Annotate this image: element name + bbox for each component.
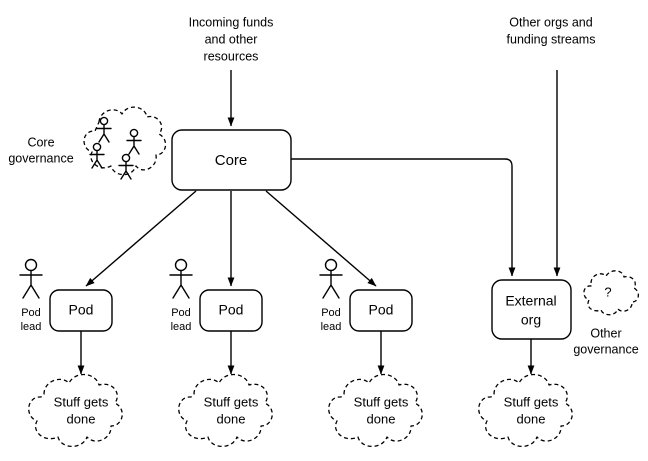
pod-1-label: Pod xyxy=(69,302,94,318)
external-org-line-2: org xyxy=(521,312,541,328)
other-governance-label-line-1: Other xyxy=(590,326,621,340)
other-orgs-label: Other orgs and funding streams xyxy=(507,15,596,46)
edge-core-to-pod-1 xyxy=(85,190,197,287)
core-governance-cloud xyxy=(83,106,167,176)
other-governance-label-line-2: governance xyxy=(573,342,638,356)
pod-2-lead-line-1: Pod xyxy=(171,307,191,319)
pod-2-box[interactable] xyxy=(199,289,263,332)
pod-3-group: Pod lead Pod Stuff gets done xyxy=(319,258,423,448)
pod-3-lead-icon: Pod lead xyxy=(319,258,343,333)
core-governance-label-line-2: governance xyxy=(8,151,73,165)
incoming-funds-line-3: resources xyxy=(204,49,259,63)
other-governance-group: ? Other governance xyxy=(573,270,639,356)
core-box[interactable] xyxy=(171,129,292,191)
pod-1-lead-line-1: Pod xyxy=(21,307,41,319)
pod-2-node[interactable]: Pod xyxy=(199,289,263,332)
pod-3-lead-line-2: lead xyxy=(321,321,342,333)
pod-2-output-line-1: Stuff gets xyxy=(204,394,259,409)
governance-person-3-icon xyxy=(89,142,105,169)
pod-1-output-line-2: done xyxy=(67,411,96,426)
other-governance-marker: ? xyxy=(604,284,611,299)
external-org-node[interactable]: External org xyxy=(491,279,572,340)
core-node[interactable]: Core xyxy=(171,129,292,191)
pod-3-output-line-1: Stuff gets xyxy=(354,394,409,409)
core-governance-group: Core governance xyxy=(8,106,167,180)
pod-2-label: Pod xyxy=(219,302,244,318)
pod-3-label: Pod xyxy=(369,302,394,318)
pod-2-output-cloud xyxy=(178,373,273,448)
governance-person-4-icon xyxy=(118,153,134,180)
pod-3-lead-line-1: Pod xyxy=(321,307,341,319)
incoming-funds-label: Incoming funds and other resources xyxy=(189,15,274,63)
pod-3-box[interactable] xyxy=(349,289,413,332)
pod-1-output-cloud xyxy=(28,373,123,448)
pod-1-lead-icon: Pod lead xyxy=(19,258,43,333)
incoming-funds-line-2: and other xyxy=(205,32,258,46)
pod-1-group: Pod lead Pod Stuff gets done xyxy=(19,258,123,448)
pod-2-lead-line-2: lead xyxy=(171,321,192,333)
governance-person-1-icon xyxy=(96,116,112,143)
pod-1-output-group: Stuff gets done xyxy=(28,373,123,448)
pod-2-output-group: Stuff gets done xyxy=(178,373,273,448)
edge-core-to-external xyxy=(291,158,516,277)
pod-1-lead-line-2: lead xyxy=(21,321,42,333)
pod-3-node[interactable]: Pod xyxy=(349,289,413,332)
external-output-group: Stuff gets done xyxy=(478,373,573,448)
other-governance-cloud xyxy=(583,270,639,316)
core-label: Core xyxy=(215,152,248,169)
pod-3-output-group: Stuff gets done xyxy=(328,373,423,448)
external-org-box[interactable] xyxy=(491,279,572,340)
external-output-line-2: done xyxy=(517,411,546,426)
external-org-line-1: External xyxy=(505,293,556,309)
pod-1-node[interactable]: Pod xyxy=(49,289,113,332)
pod-2-lead-icon: Pod lead xyxy=(169,258,193,333)
pod-2-output-line-2: done xyxy=(217,411,246,426)
edge-core-to-pod-3 xyxy=(265,190,377,287)
incoming-funds-line-1: Incoming funds xyxy=(189,15,274,29)
other-orgs-line-2: funding streams xyxy=(507,32,596,46)
other-orgs-line-1: Other orgs and xyxy=(509,15,592,29)
external-output-line-1: Stuff gets xyxy=(504,394,559,409)
pod-3-output-line-2: done xyxy=(367,411,396,426)
governance-person-2-icon xyxy=(126,128,142,155)
external-org-group: External org Stuff gets done xyxy=(478,279,573,448)
pod-1-box[interactable] xyxy=(49,289,113,332)
pod-2-group: Pod lead Pod Stuff gets done xyxy=(169,258,273,448)
pod-1-output-line-1: Stuff gets xyxy=(54,394,109,409)
core-governance-label-line-1: Core xyxy=(27,135,54,149)
external-output-cloud xyxy=(478,373,573,448)
pod-3-output-cloud xyxy=(328,373,423,448)
